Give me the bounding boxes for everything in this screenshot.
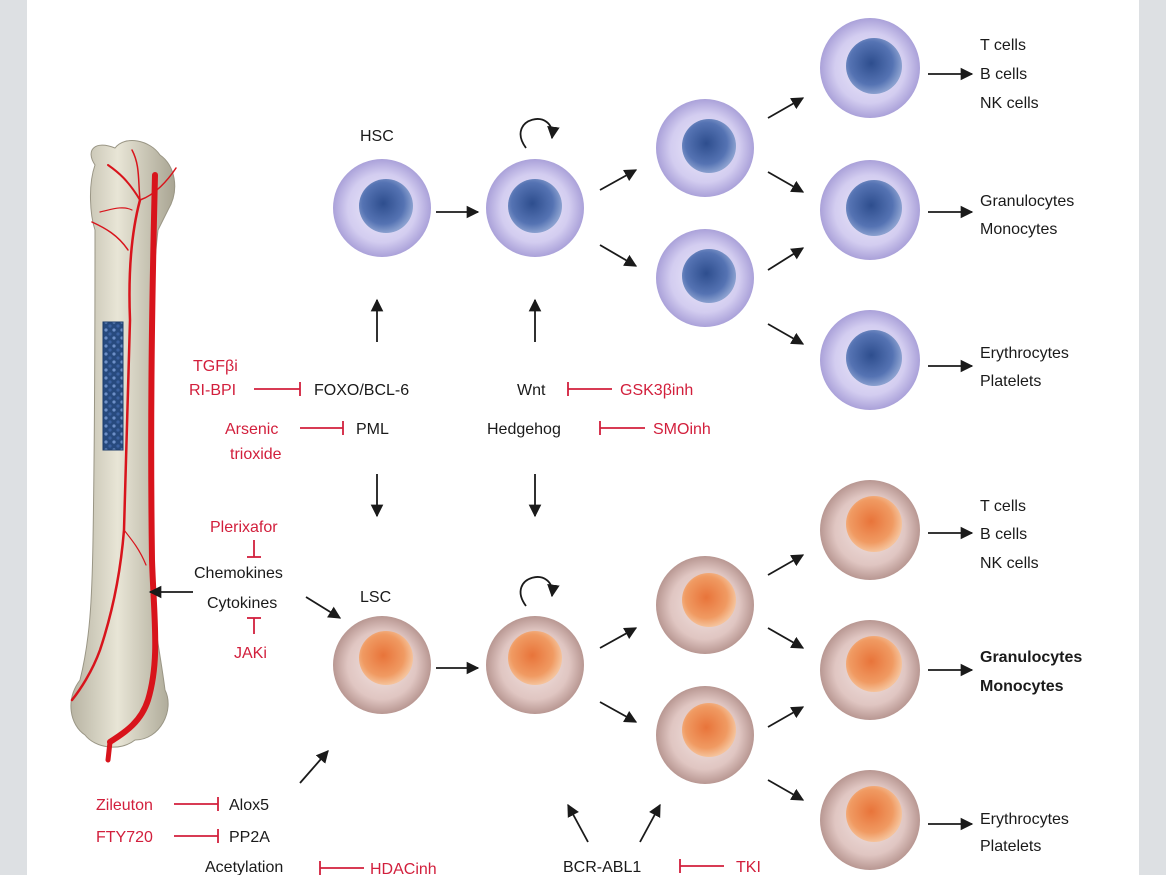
leukemic-myeloid-cell <box>820 620 920 720</box>
pathway-label: Cytokines <box>207 595 277 612</box>
lsc-cell <box>333 616 431 714</box>
output-label: Platelets <box>980 838 1041 855</box>
output-label: Monocytes <box>980 221 1057 238</box>
pathway-label: PP2A <box>229 829 270 846</box>
progenitor-cell-upper <box>656 99 754 197</box>
pathway-label: PML <box>356 421 389 438</box>
pathway-label: Alox5 <box>229 797 269 814</box>
inhibitor-label: SMOinh <box>653 421 711 438</box>
artery-icon <box>70 149 177 763</box>
output-label: Platelets <box>980 373 1041 390</box>
lsc-label: LSC <box>360 589 391 606</box>
inhibitor-label: trioxide <box>230 446 282 463</box>
hsc-cell <box>333 159 431 257</box>
output-label: T cells <box>980 37 1026 54</box>
leukemic-lymphoid-cell <box>820 480 920 580</box>
inhibitor-label: Zileuton <box>96 797 153 814</box>
inhibitor-label: HDACinh <box>370 861 437 875</box>
output-label: B cells <box>980 66 1027 83</box>
hsc-label: HSC <box>360 128 394 145</box>
leukemic-erythroid-cell <box>820 770 920 870</box>
figure-panel: HSC LSC T cells B cells NK cells Granulo… <box>27 0 1139 875</box>
inhibitor-label: GSK3βinh <box>620 382 693 399</box>
hematopoiesis-diagram: HSC LSC T cells B cells NK cells Granulo… <box>70 18 1082 875</box>
output-label: B cells <box>980 526 1027 543</box>
inhibitor-label: RI-BPI <box>189 382 236 399</box>
lsc-self-renewal-cell <box>486 616 584 714</box>
output-label: Granulocytes <box>980 193 1074 210</box>
pathway-label: FOXO/BCL-6 <box>314 382 409 399</box>
hsc-self-renewal-cell <box>486 159 584 257</box>
output-label: Erythrocytes <box>980 811 1069 828</box>
bone-illustration <box>70 140 177 763</box>
inhibitor-label: JAKi <box>234 645 267 662</box>
inhibition-bars <box>174 382 724 875</box>
pathway-label: Hedgehog <box>487 421 561 438</box>
progenitor-cell-lower <box>656 229 754 327</box>
pathway-label: Chemokines <box>194 565 283 582</box>
output-label-emphasized: Granulocytes <box>980 649 1082 666</box>
inhibitor-label: Plerixafor <box>210 519 278 536</box>
output-label: NK cells <box>980 95 1039 112</box>
leukemic-progenitor-lower <box>656 686 754 784</box>
pathway-label: Wnt <box>517 382 546 399</box>
bone-marrow-cavity <box>102 321 124 451</box>
output-label-emphasized: Monocytes <box>980 678 1064 695</box>
pathway-label: BCR-ABL1 <box>563 859 641 875</box>
output-label: T cells <box>980 498 1026 515</box>
normal-cells <box>333 18 920 410</box>
output-label: Erythrocytes <box>980 345 1069 362</box>
lymphoid-precursor-cell <box>820 18 920 118</box>
leukemic-progenitor-upper <box>656 556 754 654</box>
inhibitor-label: TKI <box>736 859 761 875</box>
inhibitor-label: TGFβi <box>193 358 238 375</box>
output-label: NK cells <box>980 555 1039 572</box>
pathway-label: Acetylation <box>205 859 283 875</box>
arrows <box>148 67 974 843</box>
myeloid-precursor-cell <box>820 160 920 260</box>
erythroid-precursor-cell <box>820 310 920 410</box>
inhibitor-label: FTY720 <box>96 829 153 846</box>
leukemic-cells <box>333 480 920 870</box>
inhibitor-label: Arsenic <box>225 421 278 438</box>
